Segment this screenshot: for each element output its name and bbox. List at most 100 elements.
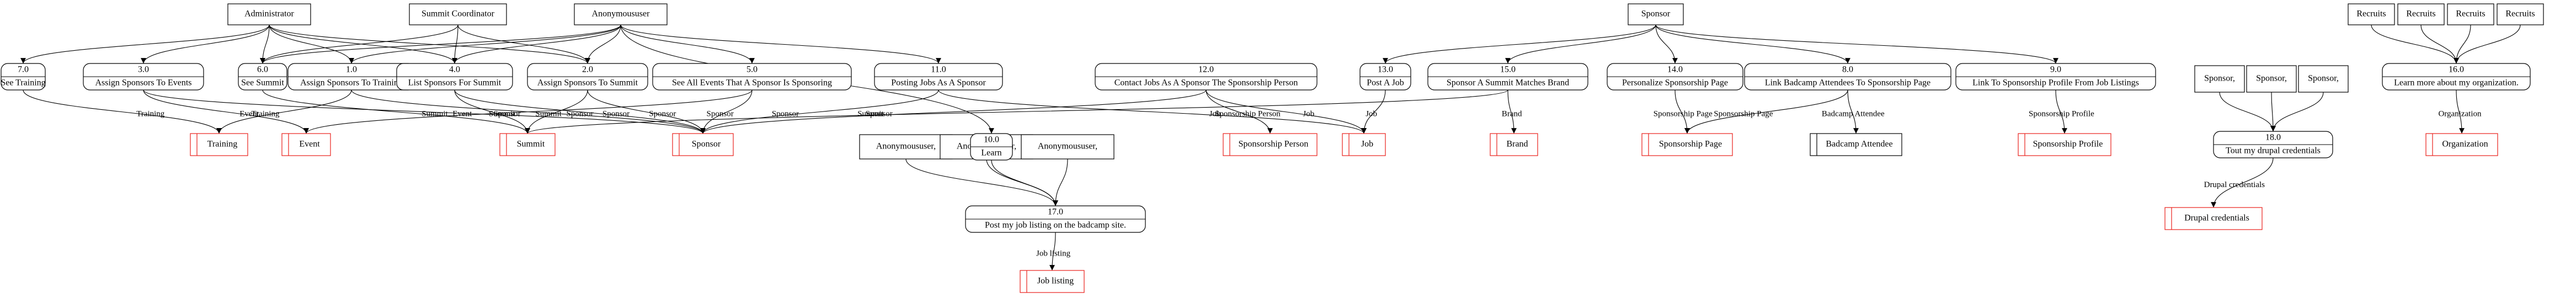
edge-label: Sponsorship Page [1654,110,1713,119]
entity-label: Sponsorship Person [1239,140,1309,149]
edge-s3-to-eEvent [143,89,309,134]
actor-box [227,3,311,25]
edge-s10-to-s17 [991,160,1058,206]
edge-label: Drupal credentials [2204,180,2265,189]
edge-s13-to-eJob [1361,89,1386,134]
edge-label: Event [239,110,259,119]
actor-label: Recruits [2456,9,2485,19]
actor-box [409,3,507,25]
edge-s2-to-eSummit [525,89,588,134]
edge-anon-to-s6 [260,24,621,64]
entity-box [2164,207,2263,230]
actor-box [2298,65,2349,93]
story-number: 4.0 [449,65,460,75]
actor-label: Anonymoususer [592,9,650,19]
edge-label: Sponsorship Profile [2029,110,2094,119]
actor-box [2497,3,2544,25]
entity-sponsorship-profile: Sponsorship Profile [2018,133,2111,156]
entity-job-listing: Job listing [1020,270,1085,293]
story-number: 16.0 [2449,65,2464,75]
actor-anonymoususer-anon: Anonymoususer [574,3,668,25]
entity-box [1490,133,1538,156]
actor-label: Sponsor, [2256,74,2287,83]
edge-s18-to-eDrupal [2211,157,2274,208]
edge-anon-to-s2 [585,24,621,64]
edge-summit-to-s4 [452,24,458,64]
story-number: 11.0 [931,65,946,75]
actor-label: Anonymoususer, [1038,142,1097,151]
actor-label: Sponsor, [2308,74,2339,83]
actor-label: Sponsor, [2204,74,2235,83]
edge-s17-to-eJobListing [1049,232,1056,271]
entity-label: Job listing [1037,277,1074,286]
story-text: Link Badcamp Attendees To Sponsorship Pa… [1765,78,1930,88]
story-text: Link To Sponsorship Profile From Job Lis… [1972,78,2139,88]
edge-label: Training [136,110,165,119]
entity-label: Job [1361,140,1373,149]
entity-label: Sponsorship Profile [2033,140,2103,149]
entity-sponsorship-person: Sponsorship Person [1223,133,1318,156]
edge-sponsor-to-s13 [1383,24,1656,64]
edge-anonA-to-s17 [905,158,1058,206]
actor-label: Recruits [2505,9,2535,19]
edge-s8-to-eAttendee [1847,89,1859,134]
story-text: Assign Sponsors To Training [300,78,403,88]
edge-label: Sponsor [494,110,521,119]
entity-event: Event [281,133,331,156]
edge-label: Summit [489,110,515,119]
edge-label: Sponsor [772,110,799,119]
story-text: Learn more about my organization. [2394,78,2519,88]
entity-label: Badcamp Attendee [1826,140,1892,149]
story-number: 12.0 [1198,65,1214,75]
actor-sponsor-sponsorC: Sponsor, [2298,65,2349,93]
edge-s16-to-eOrg [2456,89,2465,134]
edge-anon-to-s11 [620,24,941,64]
edge-anon-to-s1 [349,24,621,64]
entity-box [1342,133,1386,156]
actor-label: Sponsor [1641,9,1671,19]
entity-box [1223,133,1318,156]
edge-s12-to-eSponsorPerson [1206,89,1273,134]
edge-anonC-to-s17 [1053,158,1068,206]
story-number: 6.0 [257,65,268,75]
edge-s15-to-eSummit [525,89,1508,134]
edge-label: Sponsor [707,110,734,119]
edge-s1-to-eTraining [216,89,352,134]
actor-label: Anonymoususer, [876,142,936,151]
story-text: Posting Jobs As A Sponsor [891,78,986,88]
edge-anon-to-s4 [452,24,621,64]
edge-label: Training [251,110,280,119]
entity-box [499,133,556,156]
story-number: 9.0 [2050,65,2061,75]
edge-admin-to-s7 [20,24,270,64]
story-number: 1.0 [346,65,357,75]
actor-box [2246,65,2297,93]
entity-label: Sponsor [692,140,721,149]
edge-label: Sponsor [866,110,893,119]
actor-box [1628,3,1684,25]
edge-sponsor-to-s14 [1655,24,1678,64]
actor-label: Administrator [244,9,294,19]
edge-recruit2-to-s16 [2420,24,2459,64]
edge-summit-to-s2 [457,24,590,64]
edge-admin-to-s3 [141,24,270,64]
story-text: Tout my drupal credentials [2226,146,2321,156]
actor-box [2447,3,2494,25]
actor-box [2397,3,2445,25]
story-number: 13.0 [1378,65,1393,75]
edge-s8-to-eSponsorPage [1684,89,1848,134]
entity-summit: Summit [499,133,556,156]
entity-box [672,133,734,156]
actor-anonymoususer-anonC: Anonymoususer, [1021,134,1114,160]
actor-box [574,3,668,25]
entity-box [1641,133,1733,156]
actor-box [859,134,953,160]
